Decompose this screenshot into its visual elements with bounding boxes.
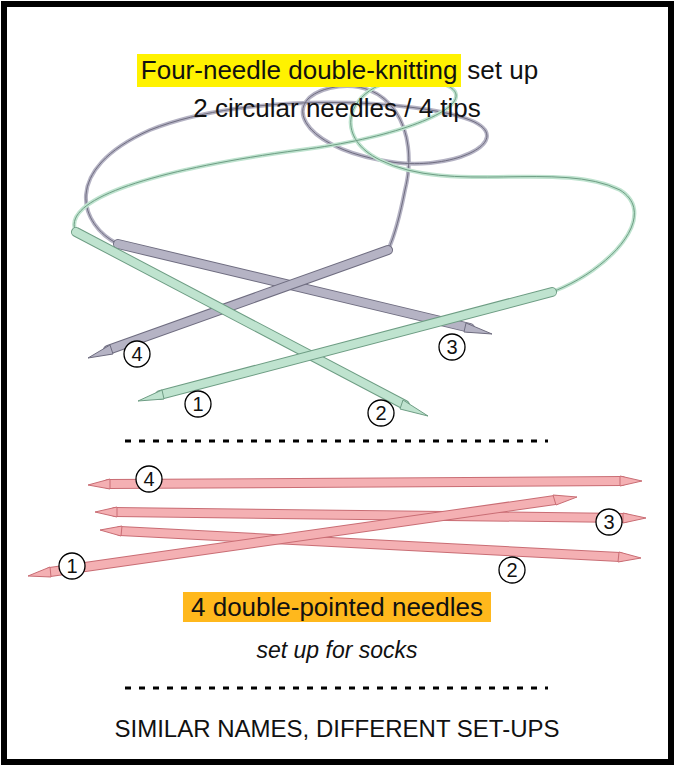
dpn bbox=[28, 495, 577, 577]
callout-circle bbox=[439, 334, 465, 360]
callout-number: 3 bbox=[603, 512, 614, 532]
callout-circle bbox=[185, 391, 211, 417]
dpn bbox=[95, 507, 646, 523]
callout-number: 3 bbox=[446, 337, 457, 357]
callout-circle bbox=[596, 509, 622, 535]
callout-number: 1 bbox=[192, 394, 203, 414]
separator bbox=[125, 687, 548, 690]
cable bbox=[86, 86, 487, 250]
subtitle: set up for socks bbox=[256, 639, 417, 662]
dpn bbox=[88, 476, 642, 489]
callout-number: 2 bbox=[506, 560, 517, 580]
title-part: set up bbox=[467, 55, 538, 86]
callout-circle bbox=[59, 553, 85, 579]
callout-number: 1 bbox=[66, 556, 77, 576]
callout-circle bbox=[368, 400, 394, 426]
callout-number: 4 bbox=[143, 469, 154, 489]
callout-circle bbox=[136, 466, 162, 492]
headline-row: Four-needle double-knittingset up bbox=[0, 54, 675, 87]
callout-circle bbox=[124, 341, 150, 367]
subtitle: 2 circular needles / 4 tips bbox=[193, 95, 481, 121]
separator bbox=[125, 440, 548, 443]
title: Four-needle double-knitting bbox=[137, 54, 462, 87]
needle bbox=[76, 232, 428, 416]
caption: SIMILAR NAMES, DIFFERENT SET-UPS bbox=[115, 717, 560, 741]
highlighted-label: 4 double-pointed needles bbox=[183, 592, 491, 622]
callout-circle bbox=[499, 557, 525, 583]
callout-number: 4 bbox=[131, 344, 142, 364]
needle bbox=[138, 292, 552, 401]
cable-edge bbox=[86, 86, 487, 250]
callout-number: 2 bbox=[375, 403, 386, 423]
frame bbox=[4, 4, 671, 762]
